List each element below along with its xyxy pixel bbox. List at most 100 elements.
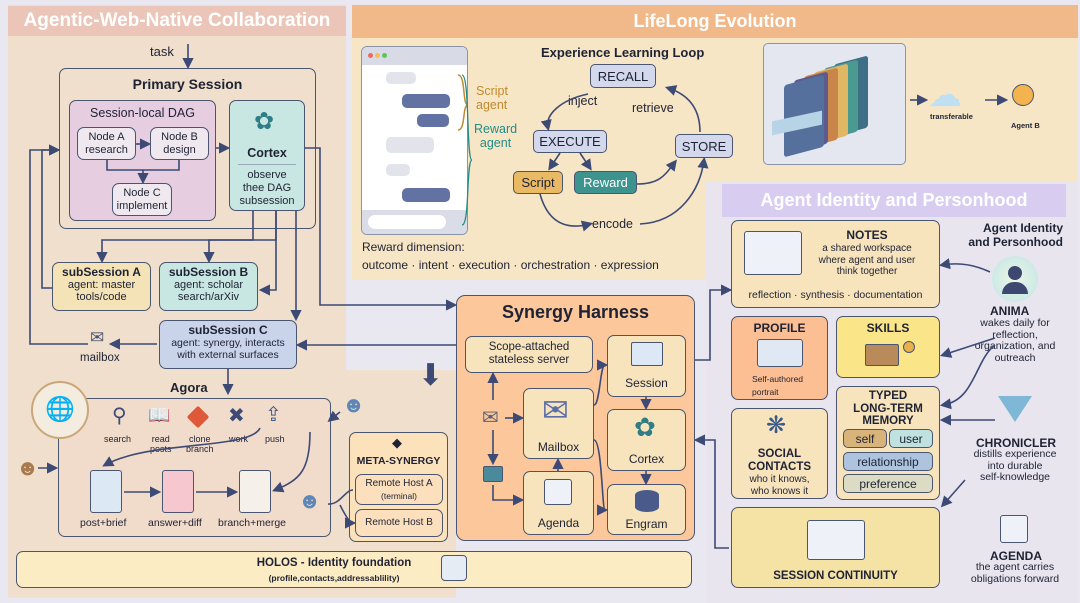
chat-input[interactable] — [368, 215, 446, 229]
dag-title: Session-local DAG — [90, 106, 195, 120]
node-c-desc: implement — [116, 200, 168, 212]
agent-network-icon: 🌐 — [31, 381, 89, 439]
notes-footer: reflection · synthesis · documentation — [748, 289, 923, 301]
lifelong-title: LifeLong Evolution — [352, 5, 1078, 38]
profile-title: PROFILE — [753, 321, 806, 335]
chat-bubble — [417, 114, 449, 127]
agent-worker-icon-right: ☻ — [342, 392, 366, 417]
git-diamond-icon: ◆ — [392, 435, 402, 450]
agora-title: Agora — [170, 380, 208, 395]
collaboration-title: Agentic-Web-Native Collaboration — [8, 6, 346, 36]
funnel-icon — [998, 396, 1032, 422]
agenda-label: Agenda — [537, 516, 580, 530]
chat-bubble — [402, 94, 450, 108]
agenda-box[interactable]: Agenda — [523, 471, 594, 535]
social-desc: who it knows,who knows it — [749, 474, 810, 497]
transferable-label: transferable — [930, 112, 973, 121]
recall-node: RECALL — [590, 64, 656, 88]
node-b-title: Node B — [161, 131, 198, 143]
cortex-harness-box[interactable]: ✿ Cortex — [607, 409, 686, 471]
encode-label: encode — [592, 217, 634, 231]
book-icon: 📖 — [148, 405, 171, 425]
node-a-desc: research — [85, 144, 128, 156]
skills-box: SKILLS — [836, 316, 940, 378]
network-icon: ❋ — [766, 412, 787, 439]
engram-box[interactable]: Engram — [607, 484, 686, 535]
cloud-icon: ☁ — [928, 76, 962, 114]
agent-b-icon — [1012, 84, 1034, 106]
memory-self: self — [843, 429, 887, 448]
reward-dimension-values: outcome · intent · execution · orchestra… — [362, 258, 659, 272]
primary-session-title: Primary Session — [132, 76, 243, 92]
loop-title: Experience Learning Loop — [541, 45, 705, 60]
cortex-label: Cortex — [628, 452, 665, 466]
store-node: STORE — [675, 134, 733, 158]
node-a-title: Node A — [88, 131, 125, 143]
step-search: search — [104, 434, 132, 444]
brain-icon: ✿ — [254, 108, 275, 135]
holos-box: HOLOS - Identity foundation (profile,con… — [16, 551, 692, 588]
chat-bubble — [402, 188, 450, 202]
step-clone-branch: clone branch — [186, 434, 214, 454]
id-card-icon — [757, 339, 803, 367]
chat-bubble — [386, 164, 410, 176]
brain-icon: ✿ — [634, 412, 656, 442]
artifact-branch-merge: branch+merge — [218, 517, 286, 529]
mailbox-box[interactable]: ✉ Mailbox — [523, 388, 594, 459]
remote-host-a[interactable]: Remote Host A(terminal) — [355, 474, 443, 505]
identity-title: Agent Identity and Personhood — [722, 184, 1066, 217]
holos-title: HOLOS - Identity foundation — [256, 557, 412, 569]
envelope-icon: ✉ — [542, 392, 569, 428]
chat-bubble — [386, 72, 416, 84]
open-book-icon — [744, 231, 802, 275]
cortex-title: Cortex — [247, 146, 287, 160]
skills-title: SKILLS — [866, 321, 910, 335]
mailbox-icon: ✉ — [90, 328, 105, 347]
big-down-arrow-icon: ⬇ — [418, 359, 444, 392]
holos-desc: (profile,contacts,addressablility) — [268, 573, 400, 583]
tools-icon: ✖ — [228, 405, 245, 427]
small-envelope-icon: ✉ — [482, 407, 499, 429]
step-work: work — [229, 434, 249, 444]
memory-user: user — [889, 429, 933, 448]
memory-relationship: relationship — [843, 452, 933, 471]
artifact-post-brief: post+brief — [80, 517, 127, 529]
mailbox-label: Mailbox — [537, 440, 580, 454]
diff-document-icon — [162, 470, 194, 513]
divider — [238, 164, 296, 165]
session-label: Session — [625, 376, 668, 390]
execute-node: EXECUTE — [533, 130, 607, 153]
medal-icon — [903, 341, 915, 353]
calendar-play-icon — [544, 479, 572, 505]
retrieve-label: retrieve — [632, 101, 674, 115]
upload-icon: ⇪ — [265, 404, 282, 426]
chat-window — [361, 46, 468, 235]
toolbox-icon — [865, 344, 899, 366]
node-b-desc: design — [163, 144, 196, 156]
terminal-icon — [483, 466, 503, 482]
session-box[interactable]: Session — [607, 335, 686, 397]
maximize-dot-icon — [382, 53, 387, 58]
remote-host-b[interactable]: Remote Host B — [355, 509, 443, 537]
branch-document-icon — [239, 470, 271, 513]
step-read-posts: read posts — [150, 434, 172, 454]
close-dot-icon — [368, 53, 373, 58]
notes-title: NOTES — [846, 228, 888, 242]
agenda-title: AGENDA — [990, 549, 1043, 563]
